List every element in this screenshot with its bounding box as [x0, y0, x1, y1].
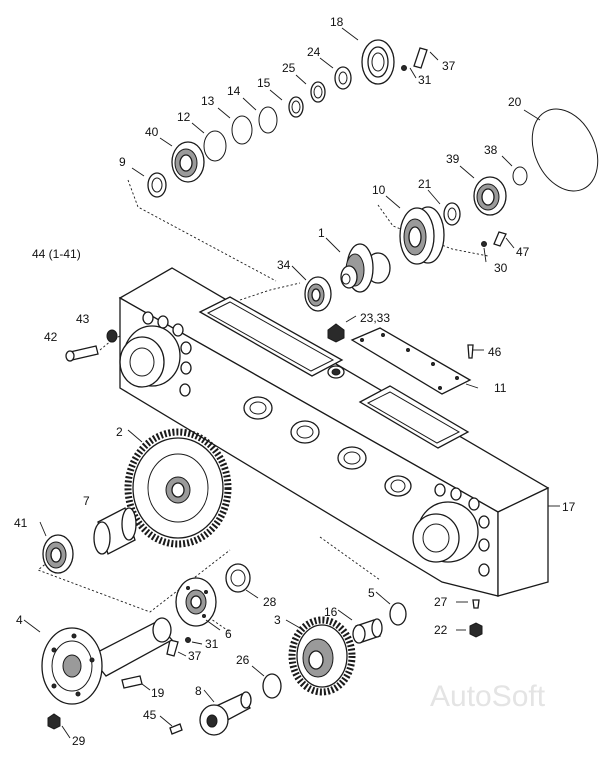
callout-25: 25	[282, 61, 296, 75]
sleeve-16	[352, 618, 383, 644]
callout-leaders	[23, 27, 541, 739]
callout-14: 14	[227, 84, 241, 98]
callout-1: 1	[318, 226, 325, 240]
bolt-42-washer-43	[65, 329, 118, 362]
nut-22	[469, 622, 483, 638]
callout-12: 12	[177, 110, 191, 124]
callout-26: 26	[236, 653, 250, 667]
callout-6: 6	[225, 627, 232, 641]
callout-16: 16	[324, 605, 338, 619]
callout-41: 41	[14, 516, 28, 530]
bearing-39	[473, 176, 507, 216]
sleeve-7	[93, 507, 137, 555]
ring-26	[262, 673, 282, 699]
watermark: AutoSoft	[430, 680, 546, 713]
callout-38: 38	[484, 143, 498, 157]
callout-31-mid: 31	[205, 637, 219, 651]
washer-31	[185, 637, 191, 643]
callout-20: 20	[508, 95, 522, 109]
nut-29	[47, 713, 61, 730]
callout-23-33: 23,33	[360, 311, 390, 325]
callout-47: 47	[516, 245, 530, 259]
callout-24: 24	[307, 45, 321, 59]
flanged-output-shaft-4	[41, 617, 174, 705]
callout-30: 30	[494, 261, 508, 275]
bearing-40	[171, 141, 205, 183]
callout-15: 15	[257, 76, 271, 90]
seal-28	[225, 563, 251, 593]
pinion-gear-1	[340, 243, 391, 293]
callout-43: 43	[76, 312, 90, 326]
pin-45	[169, 723, 183, 735]
callout-46: 46	[488, 345, 502, 359]
callout-34: 34	[277, 258, 291, 272]
bolt-37	[166, 639, 179, 657]
callout-9: 9	[119, 155, 126, 169]
callout-8: 8	[195, 684, 202, 698]
callout-4: 4	[16, 613, 23, 627]
callout-40: 40	[145, 125, 159, 139]
inspection-cover-11	[350, 327, 479, 395]
callout-13: 13	[201, 94, 215, 108]
callout-28: 28	[263, 595, 277, 609]
o-ring-20	[531, 108, 599, 192]
bearing-cover-10	[399, 206, 445, 265]
main-gearbox-housing	[118, 267, 560, 597]
flange-cover-6	[175, 577, 217, 627]
callout-39: 39	[446, 152, 460, 166]
upper-shaft-stack	[147, 39, 428, 198]
end-cover-18	[361, 39, 395, 85]
screw-46	[467, 344, 474, 359]
callout-2: 2	[116, 425, 123, 439]
callout-29: 29	[72, 734, 86, 748]
callout-18: 18	[330, 15, 344, 29]
spur-gear-3	[288, 616, 356, 696]
ring-5	[389, 602, 407, 626]
callout-31-top: 31	[418, 73, 432, 87]
callout-7: 7	[83, 494, 90, 508]
callout-37-top: 37	[442, 59, 456, 73]
plug-23-33	[327, 323, 345, 379]
callout-3: 3	[274, 613, 281, 627]
callout-45: 45	[143, 708, 157, 722]
bearing-34	[304, 276, 332, 312]
stub-shaft-8	[199, 691, 252, 736]
callout-37-mid: 37	[188, 649, 202, 663]
bearing-41	[42, 534, 74, 574]
callout-5: 5	[368, 586, 375, 600]
right-upper-stack	[399, 166, 528, 265]
callout-27: 27	[434, 595, 448, 609]
callout-19: 19	[151, 686, 165, 700]
callout-10: 10	[372, 183, 386, 197]
callout-17: 17	[562, 500, 576, 514]
callout-42: 42	[44, 330, 58, 344]
callout-22: 22	[434, 623, 448, 637]
callout-11: 11	[494, 381, 507, 395]
large-gear-2	[124, 428, 232, 548]
callout-44-group: 44 (1-41)	[32, 247, 81, 261]
callout-labels: 18 24 25 15 14 13 12 40 9 37 31 20 38 39…	[14, 15, 576, 748]
bolt-19	[121, 675, 143, 689]
callout-21: 21	[418, 177, 432, 191]
pin-27	[472, 599, 480, 609]
